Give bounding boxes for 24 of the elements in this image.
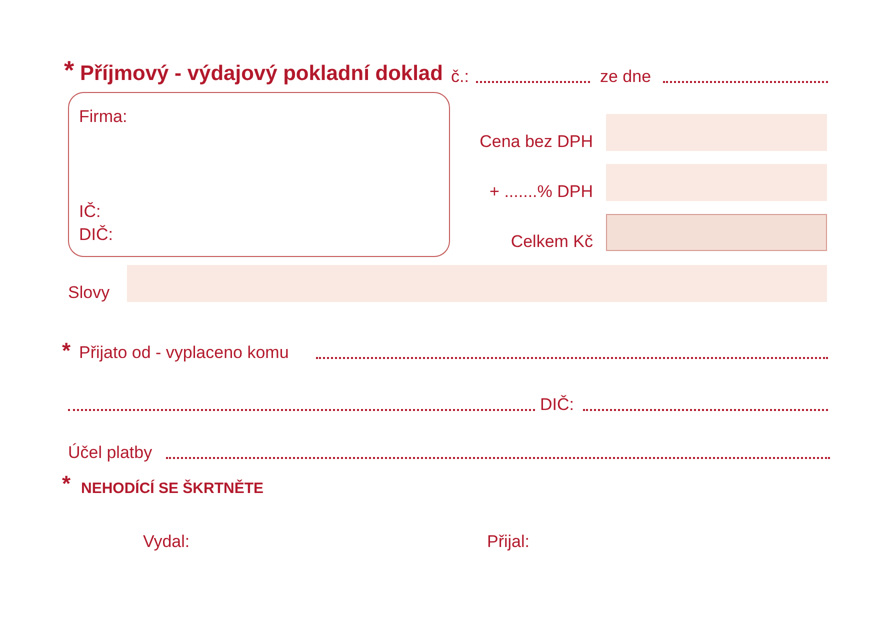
field-label: Cena bez DPH xyxy=(480,132,593,152)
field-label: IČ: xyxy=(79,202,101,222)
field-label: Firma: xyxy=(79,107,128,127)
amount-field xyxy=(606,164,827,201)
field-label: Účel platby xyxy=(68,443,152,463)
field-label: Slovy xyxy=(68,283,110,303)
amount-field xyxy=(606,214,827,251)
amount-field xyxy=(127,265,827,302)
field-label: Přijato od - vyplaceno komu xyxy=(79,343,289,363)
form-title: Příjmový - výdajový pokladní doklad xyxy=(80,62,443,86)
number-label: č.: xyxy=(451,67,469,87)
signature-label: Vydal: xyxy=(143,532,190,552)
asterisk-mark: * xyxy=(64,60,74,80)
field-label: DIČ: xyxy=(79,225,113,245)
signature-label: Přijal: xyxy=(487,532,530,552)
date-label: ze dne xyxy=(600,67,652,87)
company-info-box xyxy=(68,92,450,257)
field-label: + .......% DPH xyxy=(490,182,593,202)
asterisk-mark: * xyxy=(62,474,71,494)
field-label: DIČ: xyxy=(540,395,574,415)
note-text: NEHODÍCÍ SE ŠKRTNĚTE xyxy=(81,479,264,499)
asterisk-mark: * xyxy=(62,341,71,361)
field-label: Celkem Kč xyxy=(510,232,593,252)
amount-field xyxy=(606,114,827,151)
